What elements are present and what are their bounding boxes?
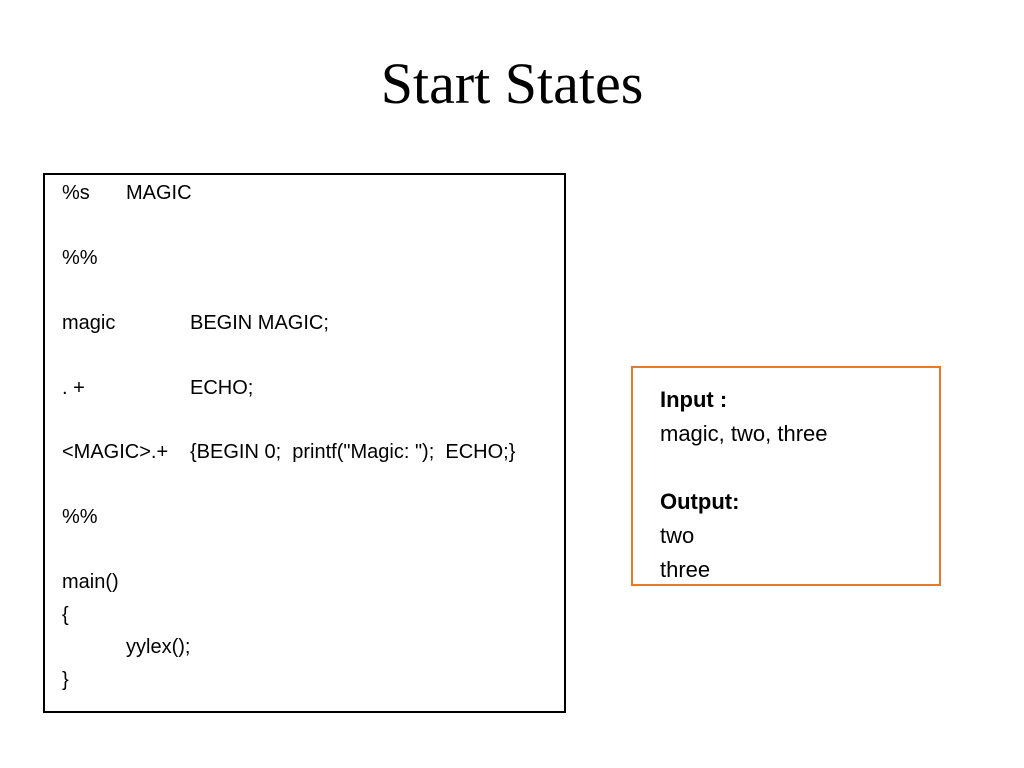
code-line-main: main(): [62, 571, 119, 593]
code-rule-state-action: {BEGIN 0; printf("Magic: "); ECHO;}: [190, 441, 516, 463]
code-line-directive: %s: [62, 182, 90, 204]
code-line-open-brace: {: [62, 604, 69, 626]
code-box: %s MAGIC %% magic BEGIN MAGIC; . + ECHO;…: [43, 173, 566, 713]
code-line-separator-2: %%: [62, 506, 98, 528]
code-line-yylex: yylex();: [126, 636, 191, 658]
code-line-directive-value: MAGIC: [126, 182, 192, 204]
output-label: Output:: [660, 489, 740, 514]
io-box: Input : magic, two, three Output: two th…: [631, 366, 941, 586]
slide-title: Start States: [380, 51, 644, 116]
code-line-separator-1: %%: [62, 247, 98, 269]
input-value: magic, two, three: [660, 421, 828, 446]
code-rule-state-pattern: <MAGIC>.+: [62, 441, 169, 463]
code-rule-any-pattern: . +: [62, 377, 85, 399]
code-line-close-brace: }: [62, 669, 69, 691]
output-line-2: three: [660, 557, 711, 582]
code-rule-magic-action: BEGIN MAGIC;: [190, 312, 329, 334]
output-line-1: two: [660, 523, 695, 548]
input-label: Input :: [660, 387, 728, 412]
code-rule-any-action: ECHO;: [190, 377, 254, 399]
code-rule-magic-pattern: magic: [62, 312, 116, 334]
